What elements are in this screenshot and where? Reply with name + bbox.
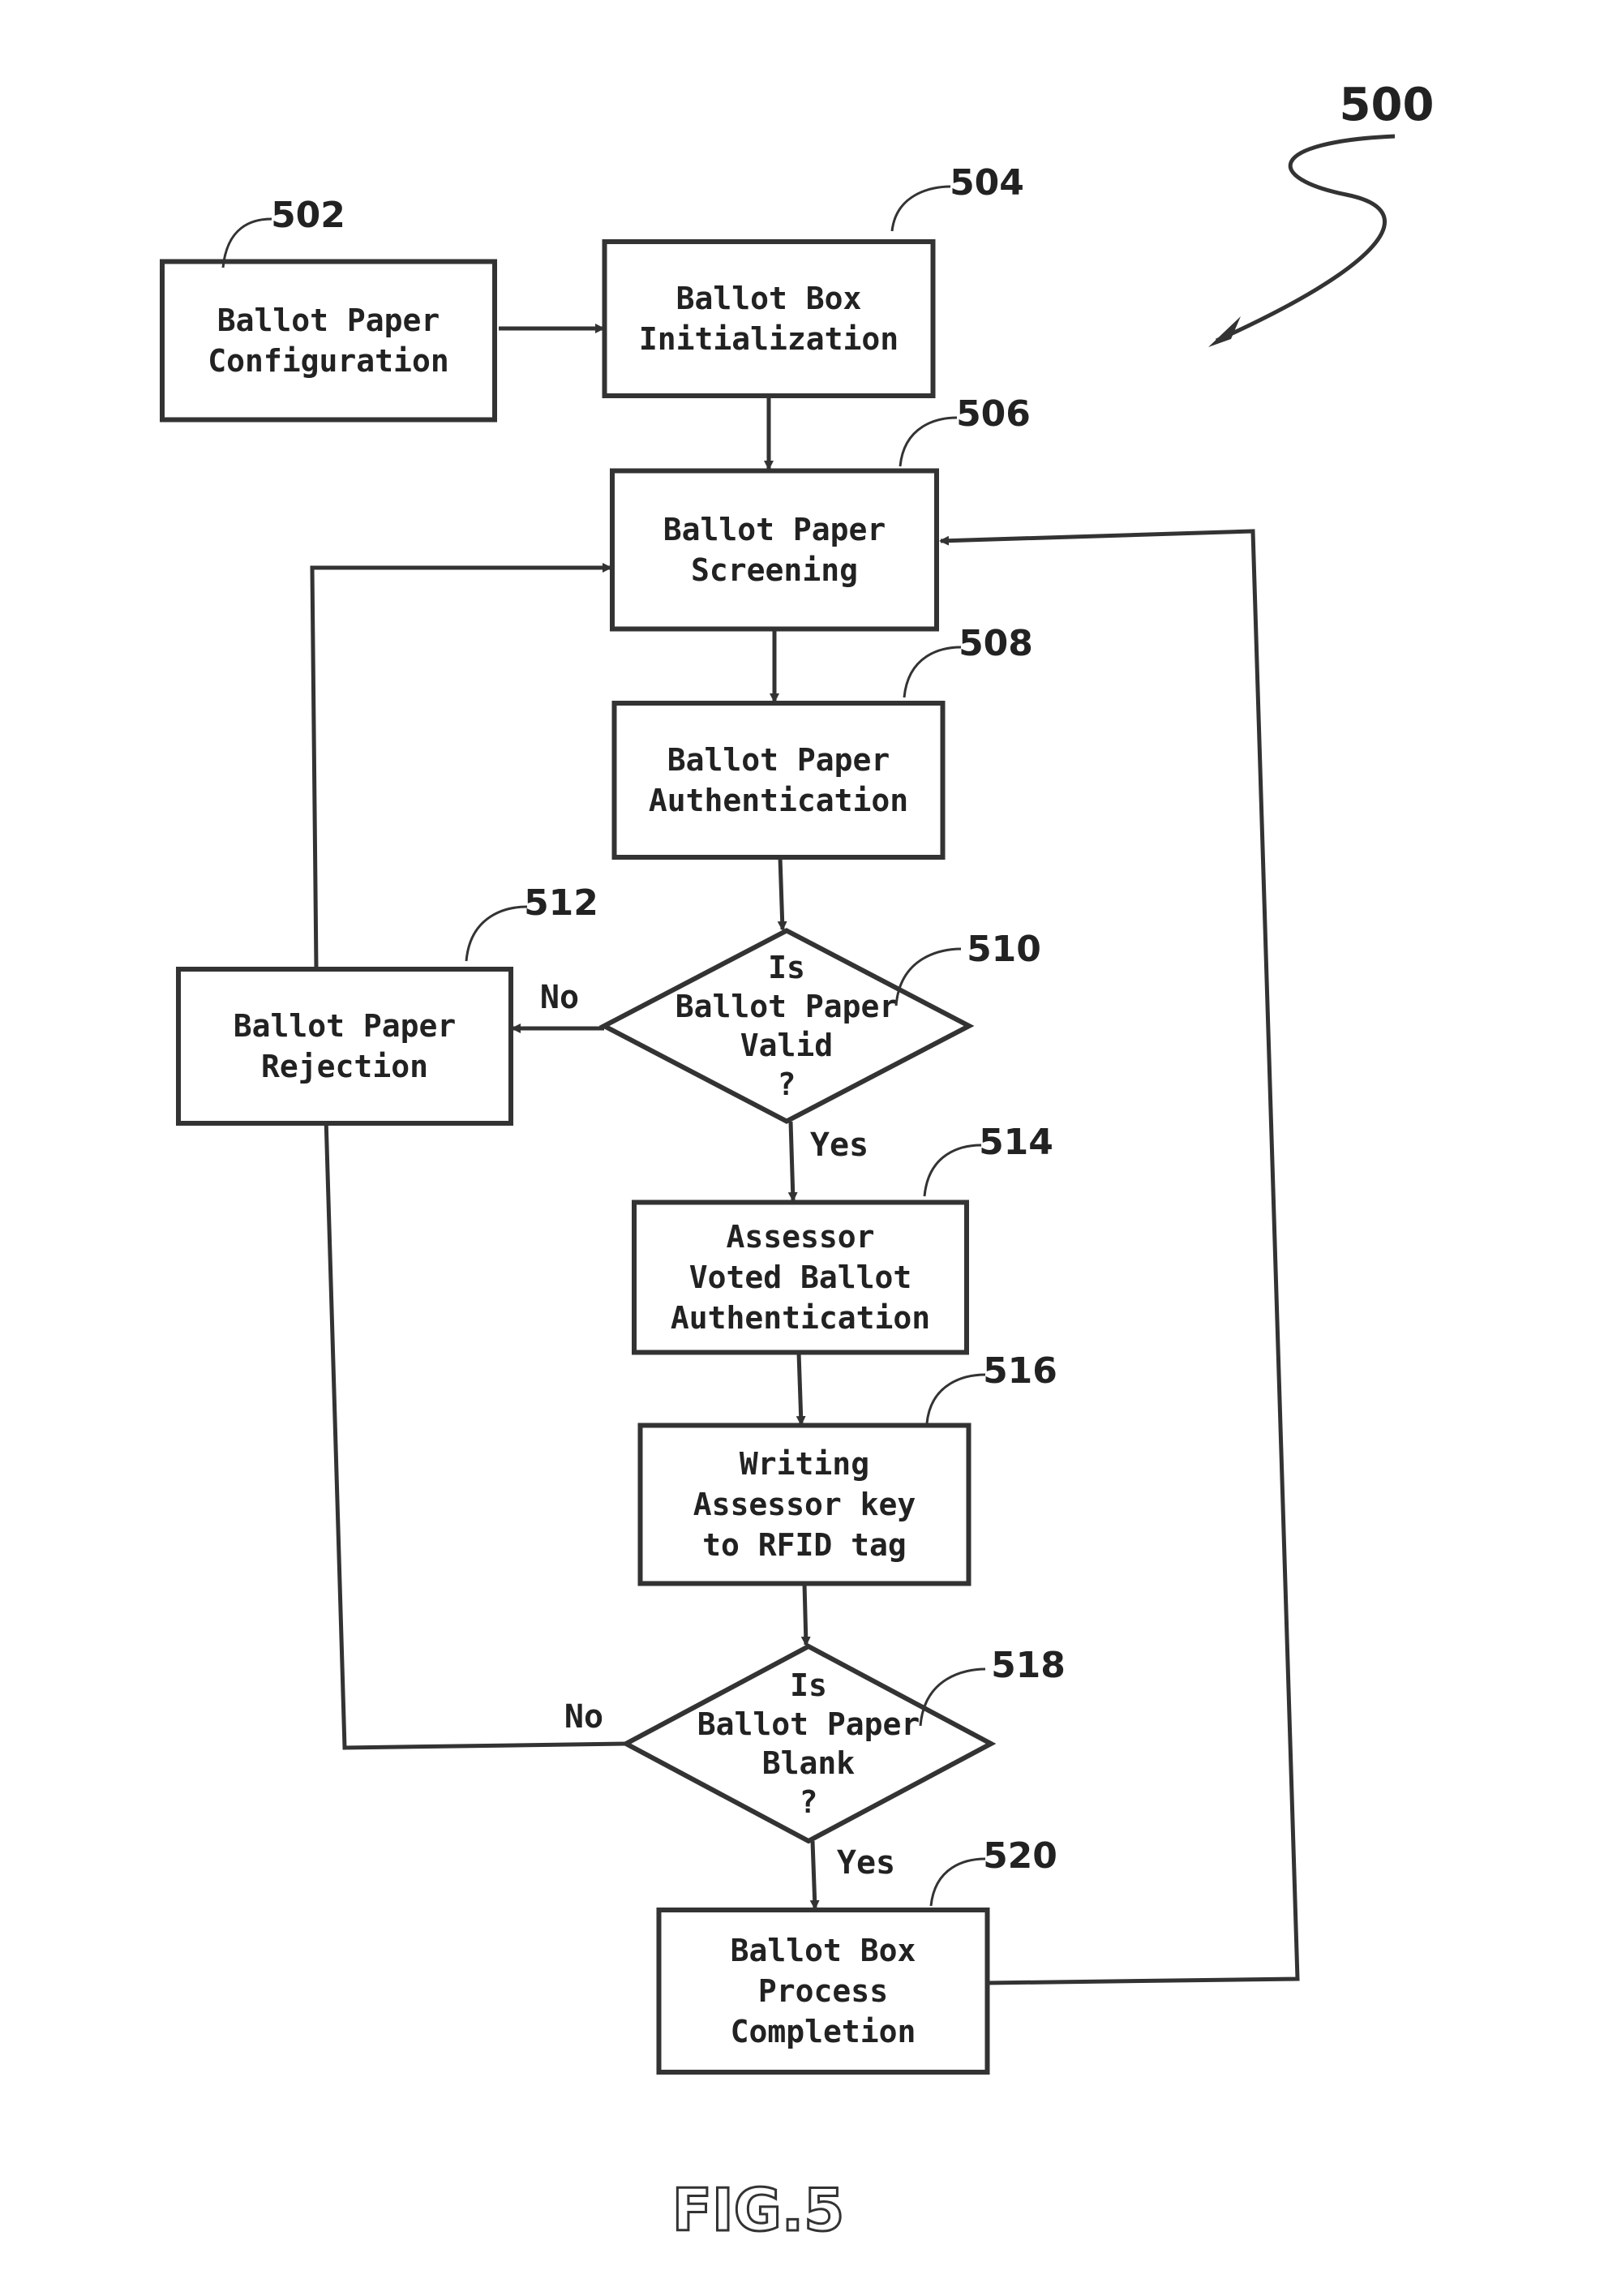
branch-label: Yes [810, 1127, 869, 1164]
process-box [178, 969, 511, 1123]
node-510: IsBallot PaperValid? [604, 931, 969, 1122]
edge-514-to-516 [799, 1353, 801, 1424]
node-506: Ballot PaperScreening [612, 471, 937, 629]
node-label-line: Process [758, 1973, 888, 2009]
node-label-line: Ballot Paper [676, 989, 899, 1024]
node-label-line: Authentication [649, 783, 908, 818]
node-label-line: Rejection [261, 1049, 428, 1084]
connector-arrow [799, 1353, 801, 1424]
reference-number: 508 [959, 623, 1033, 664]
reference-leader [904, 647, 961, 697]
node-504: Ballot BoxInitialization [605, 242, 933, 396]
reference-leader [466, 907, 527, 961]
node-label-line: Blank [762, 1745, 856, 1781]
reference-number: 512 [524, 882, 598, 924]
node-label-line: Is [768, 950, 805, 985]
edge-510-to-512: No [513, 979, 604, 1028]
node-label-line: ? [778, 1066, 796, 1102]
node-label-line: Ballot Box [676, 281, 862, 316]
node-label-line: Ballot Paper [663, 512, 886, 547]
reference-number: 510 [967, 929, 1041, 970]
node-label-line: Writing [740, 1446, 869, 1482]
connector-arrow [941, 531, 1297, 1983]
reference-number: 518 [991, 1645, 1066, 1686]
reference-number: 520 [983, 1835, 1057, 1877]
figure-caption: FIG.5 [672, 2176, 845, 2244]
edge-508-to-510 [780, 857, 783, 929]
node-520: Ballot BoxProcessCompletion [659, 1910, 988, 2072]
node-label-line: Assessor key [693, 1487, 916, 1522]
connector-arrow [813, 1841, 815, 1908]
node-label-line: Voted Ballot [689, 1260, 912, 1295]
node-label-line: Initialization [639, 321, 899, 357]
edge-510-to-514: Yes [791, 1122, 869, 1200]
branch-label: Yes [837, 1844, 895, 1882]
node-label-line: Is [790, 1667, 827, 1703]
reference-number: 502 [271, 195, 345, 236]
connector-arrow [791, 1122, 793, 1200]
edge-520-to-506 [941, 531, 1297, 1983]
node-label-line: ? [800, 1784, 818, 1820]
reference-number: 506 [956, 393, 1031, 435]
node-512: Ballot PaperRejection [178, 969, 511, 1123]
connector-arrow [780, 857, 783, 929]
reference-leader [931, 1859, 985, 1906]
node-518: IsBallot PaperBlank? [626, 1646, 991, 1841]
reference-number: 514 [979, 1122, 1053, 1163]
node-label-line: Ballot Paper [697, 1706, 920, 1742]
process-box [605, 242, 933, 396]
figure-number: 500 [1340, 79, 1435, 131]
reference-leader [927, 1375, 985, 1423]
node-label-line: Ballot Paper [667, 742, 890, 778]
connector-arrow [804, 1584, 806, 1645]
node-label-line: to RFID tag [702, 1527, 907, 1563]
node-514: AssessorVoted BallotAuthentication [634, 1203, 967, 1353]
process-box [612, 471, 937, 629]
process-box [162, 262, 495, 420]
node-label-line: Ballot Paper [234, 1008, 457, 1044]
node-label-line: Valid [740, 1028, 833, 1063]
connector-arrow [326, 1118, 626, 1748]
reference-leader [900, 418, 957, 466]
process-box [615, 703, 943, 857]
node-label-line: Authentication [671, 1300, 930, 1336]
reference-number: 504 [950, 162, 1024, 204]
node-label-line: Screening [691, 552, 858, 588]
reference-leader [892, 187, 950, 231]
node-502: Ballot PaperConfiguration [162, 262, 495, 420]
node-label-line: Ballot Paper [217, 303, 440, 338]
node-label-line: Configuration [208, 343, 448, 379]
branch-label: No [564, 1698, 603, 1736]
node-label-line: Assessor [726, 1219, 874, 1255]
node-label-line: Ballot Box [731, 1933, 916, 1968]
branch-label: No [540, 979, 579, 1016]
reference-leader [924, 1145, 981, 1196]
reference-number: 516 [983, 1350, 1057, 1392]
node-label-line: Completion [731, 2014, 916, 2049]
edge-516-to-518 [804, 1584, 806, 1645]
figure-pointer-squiggle [1216, 136, 1395, 341]
node-516: WritingAssessor key to RFID tag [641, 1426, 969, 1584]
edge-518-to-520: Yes [813, 1841, 895, 1908]
figure-reference: 500 [1208, 79, 1434, 347]
edge-518-to-512: No [326, 1118, 626, 1748]
node-508: Ballot PaperAuthentication [615, 703, 943, 857]
